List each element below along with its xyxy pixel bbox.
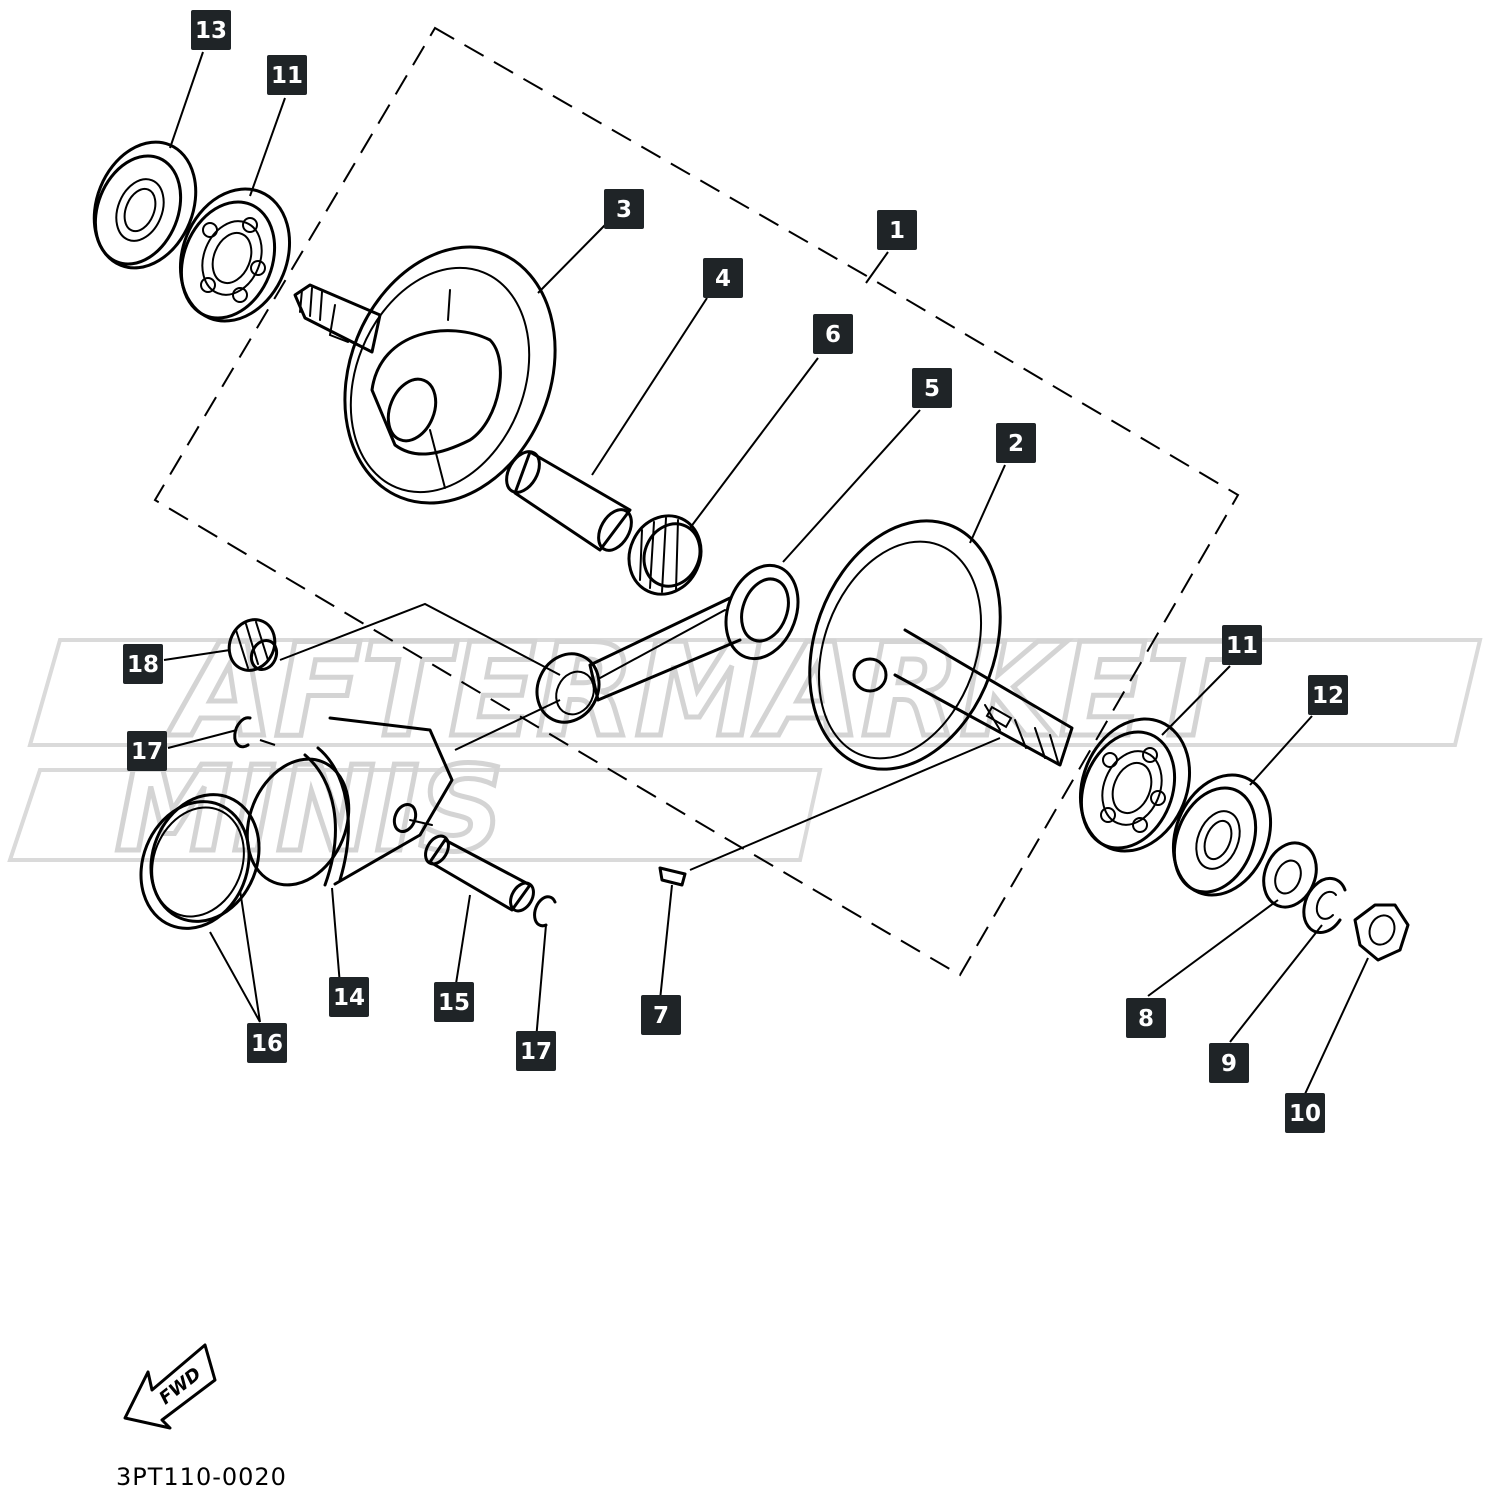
circlip-right	[533, 895, 557, 928]
callout-10[interactable]: 10	[1285, 1093, 1325, 1133]
oil-seal-right	[1171, 773, 1273, 897]
crankshaft-assembly-boundary	[153, 26, 1240, 977]
diagram-code: 3PT110-0020	[116, 1463, 287, 1491]
callout-4[interactable]: 4	[703, 258, 743, 298]
lock-washer	[1302, 876, 1347, 934]
callout-9[interactable]: 9	[1209, 1043, 1249, 1083]
callout-18-label: 18	[127, 652, 159, 678]
callout-5-label: 5	[924, 376, 940, 402]
callout-15[interactable]: 15	[434, 982, 474, 1022]
callout-11-left-label: 11	[271, 63, 303, 89]
callout-12-label: 12	[1312, 683, 1344, 709]
crank-pin	[505, 450, 633, 552]
callout-2[interactable]: 2	[996, 423, 1036, 463]
washer	[1262, 841, 1318, 909]
callout-4-label: 4	[715, 266, 731, 292]
needle-bearing	[627, 514, 703, 596]
callout-5[interactable]: 5	[912, 368, 952, 408]
nut	[1353, 903, 1410, 962]
callout-2-label: 2	[1008, 431, 1024, 457]
callout-12[interactable]: 12	[1308, 675, 1348, 715]
forward-arrow-label: FWD	[155, 1363, 205, 1409]
callout-11-right[interactable]: 11	[1222, 625, 1262, 665]
callout-7[interactable]: 7	[641, 995, 681, 1035]
callout-3[interactable]: 3	[604, 189, 644, 229]
watermark-line-1: AFTERMARKET	[166, 617, 1242, 766]
callout-17-right[interactable]: 17	[516, 1031, 556, 1071]
callout-9-label: 9	[1221, 1051, 1237, 1077]
oil-seal-left	[92, 140, 198, 270]
callout-1-label: 1	[889, 218, 905, 244]
callout-17-right-label: 17	[520, 1039, 552, 1065]
callout-8-label: 8	[1138, 1006, 1154, 1032]
callout-7-label: 7	[653, 1003, 669, 1029]
callout-3-label: 3	[616, 197, 632, 223]
callout-16-label: 16	[251, 1031, 283, 1057]
bearing-left	[178, 187, 292, 323]
callout-11-left[interactable]: 11	[267, 55, 307, 95]
woodruff-key	[658, 866, 687, 887]
bearing-right	[1078, 717, 1192, 853]
callout-1[interactable]: 1	[877, 210, 917, 250]
connecting-rod	[535, 563, 800, 724]
piston	[245, 716, 454, 887]
small-end-bearing	[227, 618, 279, 672]
crank-half-right	[808, 519, 1074, 771]
leader-lines	[163, 51, 1369, 1095]
circlip-left	[233, 716, 252, 749]
callout-10-label: 10	[1289, 1101, 1321, 1127]
crank-half-left	[293, 245, 557, 505]
callout-16[interactable]: 16	[247, 1023, 287, 1063]
callout-8[interactable]: 8	[1126, 998, 1166, 1038]
callout-6-label: 6	[825, 322, 841, 348]
callout-17-left-label: 17	[131, 739, 163, 765]
forward-arrow-icon: FWD	[123, 1343, 217, 1430]
callout-13-label: 13	[195, 18, 227, 44]
piston-rings	[139, 793, 261, 930]
callout-15-label: 15	[438, 990, 470, 1016]
callout-11-right-label: 11	[1226, 633, 1258, 659]
callout-6[interactable]: 6	[813, 314, 853, 354]
callout-14-label: 14	[333, 985, 365, 1011]
callout-14[interactable]: 14	[329, 977, 369, 1017]
piston-pin	[424, 834, 535, 913]
callout-13[interactable]: 13	[191, 10, 231, 50]
callout-17-left[interactable]: 17	[127, 731, 167, 771]
callout-18[interactable]: 18	[123, 644, 163, 684]
